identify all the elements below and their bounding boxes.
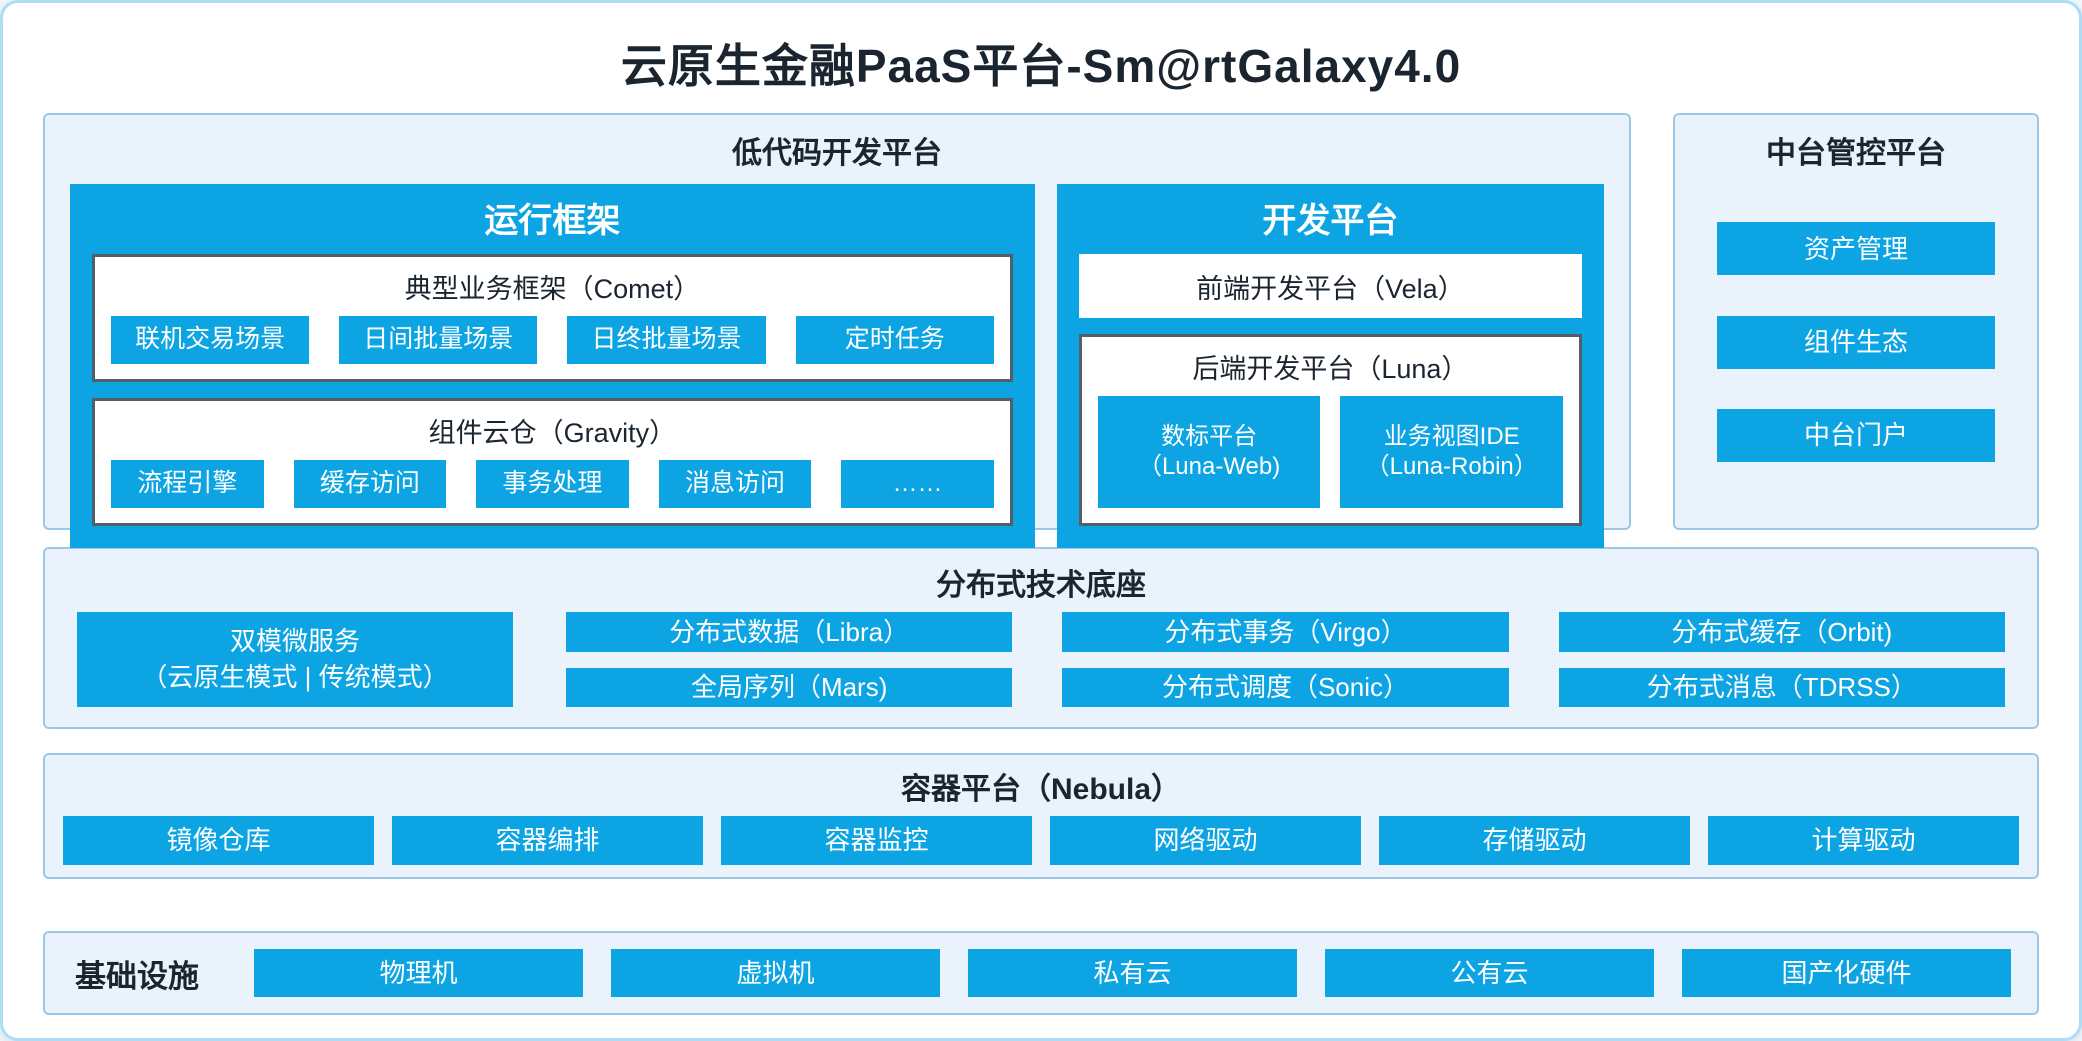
distributed-body: 双模微服务 （云原生模式 | 传统模式） 分布式数据（Libra） 分布式事务（… (45, 612, 2037, 727)
container-platform-title: 容器平台（Nebula） (900, 773, 1182, 806)
infrastructure-row: 物理机 虚拟机 私有云 公有云 国产化硬件 (254, 949, 2011, 997)
chip-container-monitoring: 容器监控 (721, 816, 1032, 865)
chip-distributed-transaction-virgo: 分布式事务（Virgo） (1062, 612, 1509, 652)
chip-daytime-batch: 日间批量场景 (339, 316, 538, 364)
chip-private-cloud: 私有云 (968, 949, 1297, 997)
chip-container-orchestration: 容器编排 (392, 816, 703, 865)
chip-storage-driver: 存储驱动 (1379, 816, 1690, 865)
runtime-framework-section: 运行框架 典型业务框架（Comet） 联机交易场景 日间批量场景 日终批量场景 … (70, 184, 1035, 548)
middle-platform-title: 中台管控平台 (1766, 137, 1946, 170)
chip-public-cloud: 公有云 (1325, 949, 1654, 997)
chip-luna-web: 数标平台 （Luna-Web) (1097, 396, 1321, 508)
chip-process-engine: 流程引擎 (111, 460, 264, 508)
chip-distributed-data-libra: 分布式数据（Libra） (566, 612, 1013, 652)
gravity-warehouse-box: 组件云仓（Gravity） 流程引擎 缓存访问 事务处理 消息访问 …… (92, 398, 1013, 526)
comet-chip-row: 联机交易场景 日间批量场景 日终批量场景 定时任务 (111, 316, 994, 364)
gravity-warehouse-title: 组件云仓（Gravity） (428, 418, 677, 448)
low-code-body: 运行框架 典型业务框架（Comet） 联机交易场景 日间批量场景 日终批量场景 … (45, 182, 1629, 572)
chip-virtual-machine: 虚拟机 (611, 949, 940, 997)
chip-luna-web-line1: 数标平台 (1161, 423, 1258, 450)
infrastructure-title: 基础设施 (75, 958, 199, 994)
chip-cache-access: 缓存访问 (293, 460, 447, 508)
chip-transaction-processing: 事务处理 (476, 460, 629, 508)
chip-luna-robin-line1: 业务视图IDE (1383, 423, 1520, 450)
chip-luna-web-line2: （Luna-Web) (1137, 453, 1281, 480)
chip-end-of-day-batch: 日终批量场景 (567, 316, 766, 364)
runtime-framework-title: 运行框架 (484, 202, 621, 240)
comet-framework-title: 典型业务框架（Comet） (404, 274, 701, 304)
chip-luna-robin: 业务视图IDE （Luna-Robin） (1340, 396, 1563, 508)
distributed-grid: 分布式数据（Libra） 分布式事务（Virgo） 分布式缓存（Orbit) 全… (566, 612, 2005, 707)
chip-physical-machine: 物理机 (254, 949, 583, 997)
chip-domestic-hardware: 国产化硬件 (1682, 949, 2011, 997)
chip-compute-driver: 计算驱动 (1708, 816, 2019, 865)
luna-chip-row: 数标平台 （Luna-Web) 业务视图IDE （Luna-Robin） (1097, 396, 1563, 508)
chip-network-driver: 网络驱动 (1050, 816, 1361, 865)
dev-platform-title: 开发平台 (1262, 202, 1399, 240)
dev-platform-section: 开发平台 前端开发平台（Vela） 后端开发平台（Luna） 数标平台 （Lun… (1056, 184, 1604, 548)
chip-distributed-scheduling-sonic: 分布式调度（Sonic） (1062, 667, 1509, 707)
panel-infrastructure: 基础设施 物理机 虚拟机 私有云 公有云 国产化硬件 (43, 931, 2039, 1015)
chip-distributed-message-tdrss: 分布式消息（TDRSS） (1558, 667, 2005, 707)
middle-platform-body: 资产管理 组件生态 中台门户 (1675, 182, 2037, 528)
chip-distributed-cache-orbit: 分布式缓存（Orbit) (1558, 612, 2005, 652)
container-platform-row: 镜像仓库 容器编排 容器监控 网络驱动 存储驱动 计算驱动 (45, 816, 2037, 877)
chip-dual-mode-microservice: 双模微服务 （云原生模式 | 传统模式） (77, 612, 513, 707)
top-row: 低代码开发平台 运行框架 典型业务框架（Comet） 联机交易场景 日间批量场景… (43, 113, 2039, 548)
dual-mode-line2: （云原生模式 | 传统模式） (141, 661, 449, 692)
luna-backend-title: 后端开发平台（Luna） (1192, 354, 1469, 384)
chip-asset-management: 资产管理 (1717, 222, 1995, 276)
page-title: 云原生金融PaaS平台-Sm@rtGalaxy4.0 (620, 40, 1462, 92)
chip-message-access: 消息访问 (658, 460, 812, 508)
panel-distributed-base: 分布式技术底座 双模微服务 （云原生模式 | 传统模式） 分布式数据（Libra… (43, 547, 2039, 729)
gravity-chip-row: 流程引擎 缓存访问 事务处理 消息访问 …… (111, 460, 994, 508)
low-code-platform-title: 低代码开发平台 (732, 137, 942, 170)
chip-ellipsis-more: …… (841, 460, 994, 508)
distributed-base-title: 分布式技术底座 (936, 569, 1146, 602)
chip-middle-platform-portal: 中台门户 (1717, 408, 1995, 462)
chip-online-transaction: 联机交易场景 (111, 316, 310, 364)
chip-global-sequence-mars: 全局序列（Mars) (566, 667, 1013, 707)
chip-component-ecosystem: 组件生态 (1717, 315, 1995, 369)
luna-backend-box: 后端开发平台（Luna） 数标平台 （Luna-Web) 业务视图IDE （Lu… (1078, 334, 1582, 526)
panel-low-code-platform: 低代码开发平台 运行框架 典型业务框架（Comet） 联机交易场景 日间批量场景… (43, 113, 1631, 548)
chip-image-registry: 镜像仓库 (63, 816, 374, 865)
comet-framework-box: 典型业务框架（Comet） 联机交易场景 日间批量场景 日终批量场景 定时任务 (92, 254, 1013, 382)
panel-middle-platform: 中台管控平台 资产管理 组件生态 中台门户 (1673, 113, 2039, 530)
chip-scheduled-task: 定时任务 (795, 316, 994, 364)
dual-mode-line1: 双模微服务 (229, 626, 360, 657)
vela-frontend-box: 前端开发平台（Vela） (1078, 254, 1582, 318)
panel-container-platform: 容器平台（Nebula） 镜像仓库 容器编排 容器监控 网络驱动 存储驱动 计算… (43, 753, 2039, 879)
chip-luna-robin-line2: （Luna-Robin） (1365, 453, 1538, 480)
